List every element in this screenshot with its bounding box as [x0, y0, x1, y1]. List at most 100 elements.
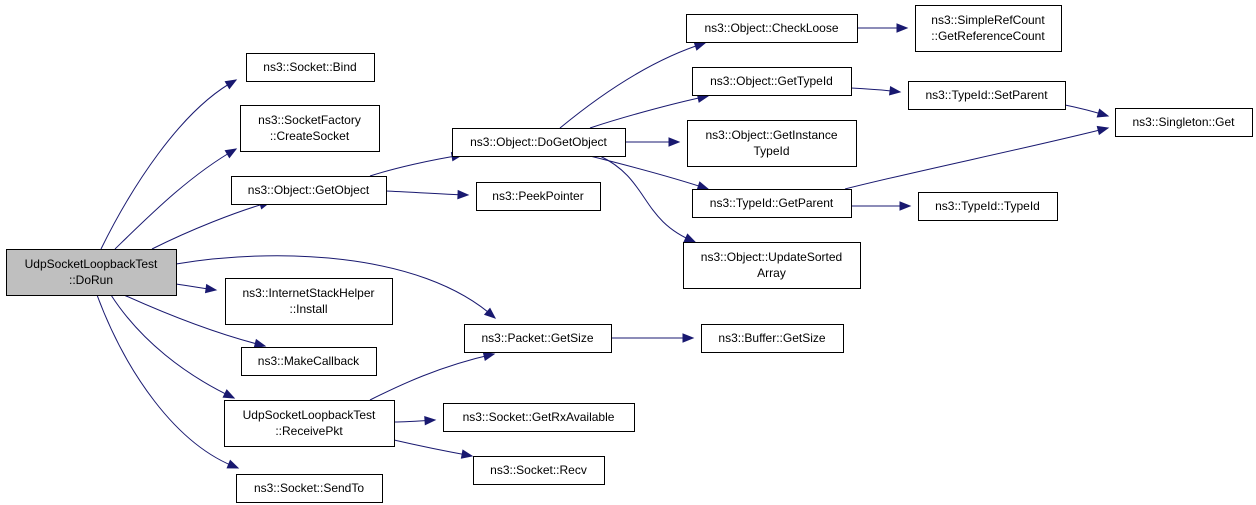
node-box[interactable] [236, 474, 383, 503]
node-makecallback[interactable]: ns3::MakeCallback [241, 347, 377, 376]
arrowhead-dorun-to-sendto [226, 459, 240, 469]
arrowhead-gettypeid-to-setparent [889, 86, 902, 96]
edge-dogetobject-to-getparent [589, 155, 709, 190]
edge-getobject-to-peekpointer [385, 190, 469, 196]
node-label: ns3::Buffer::GetSize [718, 331, 825, 345]
edge-getparent-to-singletonget [844, 127, 1109, 190]
node-label: UdpSocketLoopbackTest [25, 257, 158, 271]
node-label: ns3::Object::GetTypeId [710, 74, 833, 88]
node-getrefcount[interactable]: ns3::SimpleRefCount::GetReferenceCount [915, 5, 1062, 52]
node-label: ns3::InternetStackHelper [242, 286, 374, 300]
arrowhead-receivepkt-to-recv [460, 449, 474, 459]
node-buffergetsize[interactable]: ns3::Buffer::GetSize [701, 324, 844, 353]
node-singletonget[interactable]: ns3::Singleton::Get [1115, 108, 1253, 137]
node-box[interactable] [915, 5, 1062, 52]
arrowhead-receivepkt-to-packetgetsize [482, 351, 496, 362]
node-dogetobject[interactable]: ns3::Object::DoGetObject [452, 128, 626, 157]
node-label: UdpSocketLoopbackTest [243, 408, 376, 422]
node-dorun[interactable]: UdpSocketLoopbackTest::DoRun [6, 249, 177, 296]
node-box[interactable] [692, 189, 852, 218]
node-box[interactable] [476, 182, 601, 211]
node-getobject[interactable]: ns3::Object::GetObject [231, 176, 387, 205]
edge-dorun-to-bind [100, 79, 237, 250]
node-box[interactable] [443, 403, 635, 432]
node-box[interactable] [701, 324, 844, 353]
node-label: ns3::SimpleRefCount [931, 13, 1045, 27]
node-label: ns3::Object::UpdateSorted [701, 250, 842, 264]
node-createsocket[interactable]: ns3::SocketFactory::CreateSocket [240, 105, 380, 152]
node-label: ns3::Object::CheckLoose [704, 21, 838, 35]
node-box[interactable] [246, 53, 375, 82]
node-typeidctor[interactable]: ns3::TypeId::TypeId [918, 192, 1058, 221]
node-box[interactable] [908, 81, 1066, 110]
edge-dorun-to-sendto [96, 294, 239, 469]
node-label: TypeId [753, 144, 789, 158]
edge-getobject-to-dogetobject [369, 154, 463, 177]
node-label: ns3::Socket::GetRxAvailable [463, 410, 615, 424]
arrowhead-getparent-to-typeidctor [899, 201, 912, 211]
node-label: ns3::Socket::Recv [490, 463, 587, 477]
node-box[interactable] [241, 347, 377, 376]
node-box[interactable] [231, 176, 387, 205]
node-box[interactable] [692, 67, 852, 96]
edge-dogetobject-to-gettypeid [589, 95, 709, 129]
node-checkloose[interactable]: ns3::Object::CheckLoose [686, 14, 858, 43]
edge-dorun-to-getobject [151, 201, 271, 250]
arrowhead-dorun-to-createsocket [224, 148, 238, 159]
node-box[interactable] [1115, 108, 1253, 137]
node-box[interactable] [464, 324, 612, 353]
node-getrxavailable[interactable]: ns3::Socket::GetRxAvailable [443, 403, 635, 432]
arrowhead-setparent-to-singletonget [1096, 108, 1110, 118]
node-gettypeid[interactable]: ns3::Object::GetTypeId [692, 67, 852, 96]
node-box[interactable] [240, 105, 380, 152]
node-getparent[interactable]: ns3::TypeId::GetParent [692, 189, 852, 218]
node-label: ::GetReferenceCount [931, 29, 1045, 43]
arrowhead-dorun-to-receivepkt [222, 389, 236, 399]
node-label: Array [757, 266, 786, 280]
edges-layer [96, 23, 1110, 469]
node-box[interactable] [225, 278, 393, 325]
node-label: ::Install [289, 302, 327, 316]
arrowhead-getparent-to-singletonget [1096, 125, 1110, 136]
node-box[interactable] [687, 120, 857, 167]
arrowhead-dorun-to-packetgetsize [483, 307, 497, 319]
node-box[interactable] [686, 14, 858, 43]
edge-dorun-to-receivepkt [110, 294, 235, 399]
node-box[interactable] [452, 128, 626, 157]
arrowhead-dorun-to-install [204, 283, 218, 294]
node-label: ns3::TypeId::TypeId [935, 199, 1040, 213]
arrowhead-dorun-to-makecallback [253, 338, 267, 349]
node-box[interactable] [224, 400, 395, 447]
node-packetgetsize[interactable]: ns3::Packet::GetSize [464, 324, 612, 353]
node-box[interactable] [683, 242, 861, 289]
node-box[interactable] [918, 192, 1058, 221]
node-bind[interactable]: ns3::Socket::Bind [246, 53, 375, 82]
node-install[interactable]: ns3::InternetStackHelper::Install [225, 278, 393, 325]
node-label: ns3::Socket::SendTo [254, 481, 364, 495]
node-label: ::CreateSocket [270, 129, 350, 143]
node-label: ns3::TypeId::SetParent [925, 88, 1048, 102]
edge-dogetobject-to-updatesorted [599, 155, 696, 243]
node-sendto[interactable]: ns3::Socket::SendTo [236, 474, 383, 503]
edge-receivepkt-to-packetgetsize [369, 353, 495, 401]
node-receivepkt[interactable]: UdpSocketLoopbackTest::ReceivePkt [224, 400, 395, 447]
node-setparent[interactable]: ns3::TypeId::SetParent [908, 81, 1066, 110]
arrowhead-dogetobject-to-getparent [696, 181, 710, 191]
node-label: ns3::PeekPointer [492, 189, 583, 203]
arrowhead-checkloose-to-getrefcount [896, 23, 909, 33]
node-box[interactable] [6, 249, 177, 296]
arrowhead-packetgetsize-to-buffergetsize [682, 333, 695, 343]
arrowhead-dorun-to-bind [224, 79, 238, 90]
node-label: ns3::SocketFactory [258, 113, 361, 127]
node-peekpointer[interactable]: ns3::PeekPointer [476, 182, 601, 211]
node-box[interactable] [473, 456, 605, 485]
node-label: ns3::Singleton::Get [1132, 115, 1235, 129]
node-recv[interactable]: ns3::Socket::Recv [473, 456, 605, 485]
arrowhead-dogetobject-to-getinstancetypeid [668, 137, 681, 147]
nodes-layer: UdpSocketLoopbackTest::DoRunns3::Socket:… [6, 5, 1253, 503]
node-label: ns3::Object::DoGetObject [470, 135, 607, 149]
node-label: ::ReceivePkt [275, 424, 343, 438]
edge-dorun-to-createsocket [114, 148, 237, 250]
